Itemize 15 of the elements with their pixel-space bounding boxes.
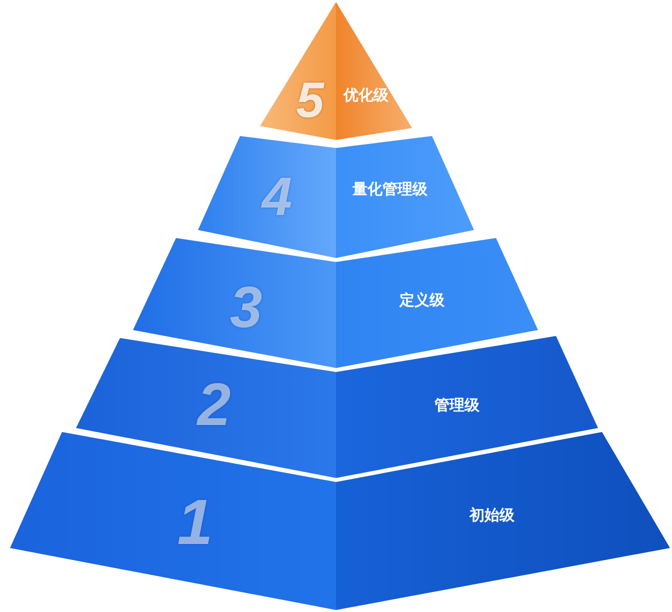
level-label: 初始级: [470, 506, 514, 524]
pyramid-tier: [10, 432, 670, 610]
level-label: 管理级: [434, 396, 480, 414]
level-number: 2: [197, 375, 231, 435]
level-label: 优化级: [344, 86, 388, 104]
pyramid-tier: [198, 136, 474, 258]
pyramid-tier: [260, 2, 412, 140]
level-number: 5: [296, 75, 324, 125]
level-label: 量化管理级: [352, 180, 428, 198]
level-number: 3: [230, 279, 262, 337]
level-number: 4: [262, 170, 292, 224]
level-label: 定义级: [400, 291, 444, 309]
pyramid-tier: [76, 336, 598, 478]
pyramid-tier: [133, 238, 538, 368]
level-number: 1: [177, 490, 213, 554]
